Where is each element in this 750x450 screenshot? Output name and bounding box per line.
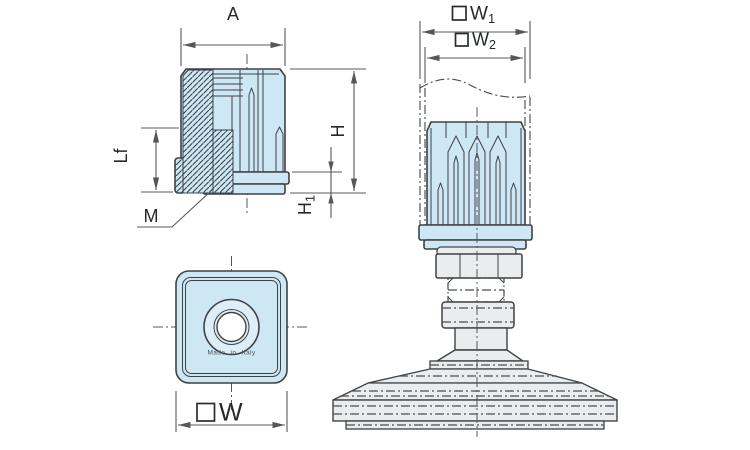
wall-section-hatch [183, 70, 213, 193]
dim-a: A [180, 4, 286, 66]
dim-h1: H1 [295, 147, 334, 218]
foot-base [332, 349, 618, 430]
dim-a-label: A [227, 4, 239, 24]
dim-h1-subscript: 1 [303, 195, 318, 202]
base-disc [332, 399, 618, 422]
phantom-hex-chamfers [447, 277, 505, 303]
square-symbol [196, 402, 216, 422]
dim-m-label: M [144, 206, 159, 226]
dim-h1-label: H1 [295, 195, 318, 215]
insert-body-front [426, 121, 526, 226]
hex-nut-lower [441, 301, 515, 329]
chamfer-circle [213, 309, 250, 345]
internal-details [213, 70, 284, 172]
square-symbol [451, 5, 467, 21]
dim-w2-base: W [472, 30, 489, 50]
dim-w2-label: W2 [472, 30, 496, 53]
dim-w2-subscript: 2 [489, 38, 496, 52]
installed-view: W1 W2 [332, 4, 618, 437]
h1-arrow-up [328, 193, 334, 204]
dim-w1-base: W [470, 4, 488, 25]
inner-edge-2 [185, 280, 278, 374]
leader-m: M [137, 189, 213, 228]
dim-w1-subscript: 1 [488, 11, 495, 26]
bottom-view: Made in Italy W [153, 256, 310, 432]
base-flare [434, 349, 526, 362]
dim-w1: W1 [419, 4, 531, 79]
dim-w2: W2 [424, 30, 526, 83]
flange-plate-upper [418, 224, 533, 241]
leveling-stem [435, 246, 523, 351]
nut-section-hatch [213, 130, 233, 193]
dim-w: W [175, 391, 288, 432]
base-step-1 [429, 360, 529, 370]
dim-h-label: H [328, 125, 348, 138]
leader-line [137, 189, 213, 228]
dim-w1-label: W1 [470, 4, 495, 27]
dim-h: H [290, 68, 366, 194]
dim-lf: Lf [111, 127, 179, 193]
base-phantom-lines [333, 364, 617, 426]
hex-nut-upper [435, 253, 523, 279]
square-symbol [454, 32, 469, 47]
h1-arrow-down [328, 161, 334, 172]
made-in-italy-text: Made in Italy [207, 350, 255, 357]
section-view: A Lf M H H1 [111, 4, 366, 228]
dim-w-label: W [219, 399, 243, 427]
inner-edge-1 [182, 277, 281, 377]
dim-h1-base: H [295, 202, 315, 215]
nut-section-edge [212, 129, 234, 194]
stem-neck [454, 327, 508, 351]
dim-lf-label: Lf [111, 147, 131, 163]
thread-hole [216, 311, 247, 343]
break-line [419, 78, 531, 98]
